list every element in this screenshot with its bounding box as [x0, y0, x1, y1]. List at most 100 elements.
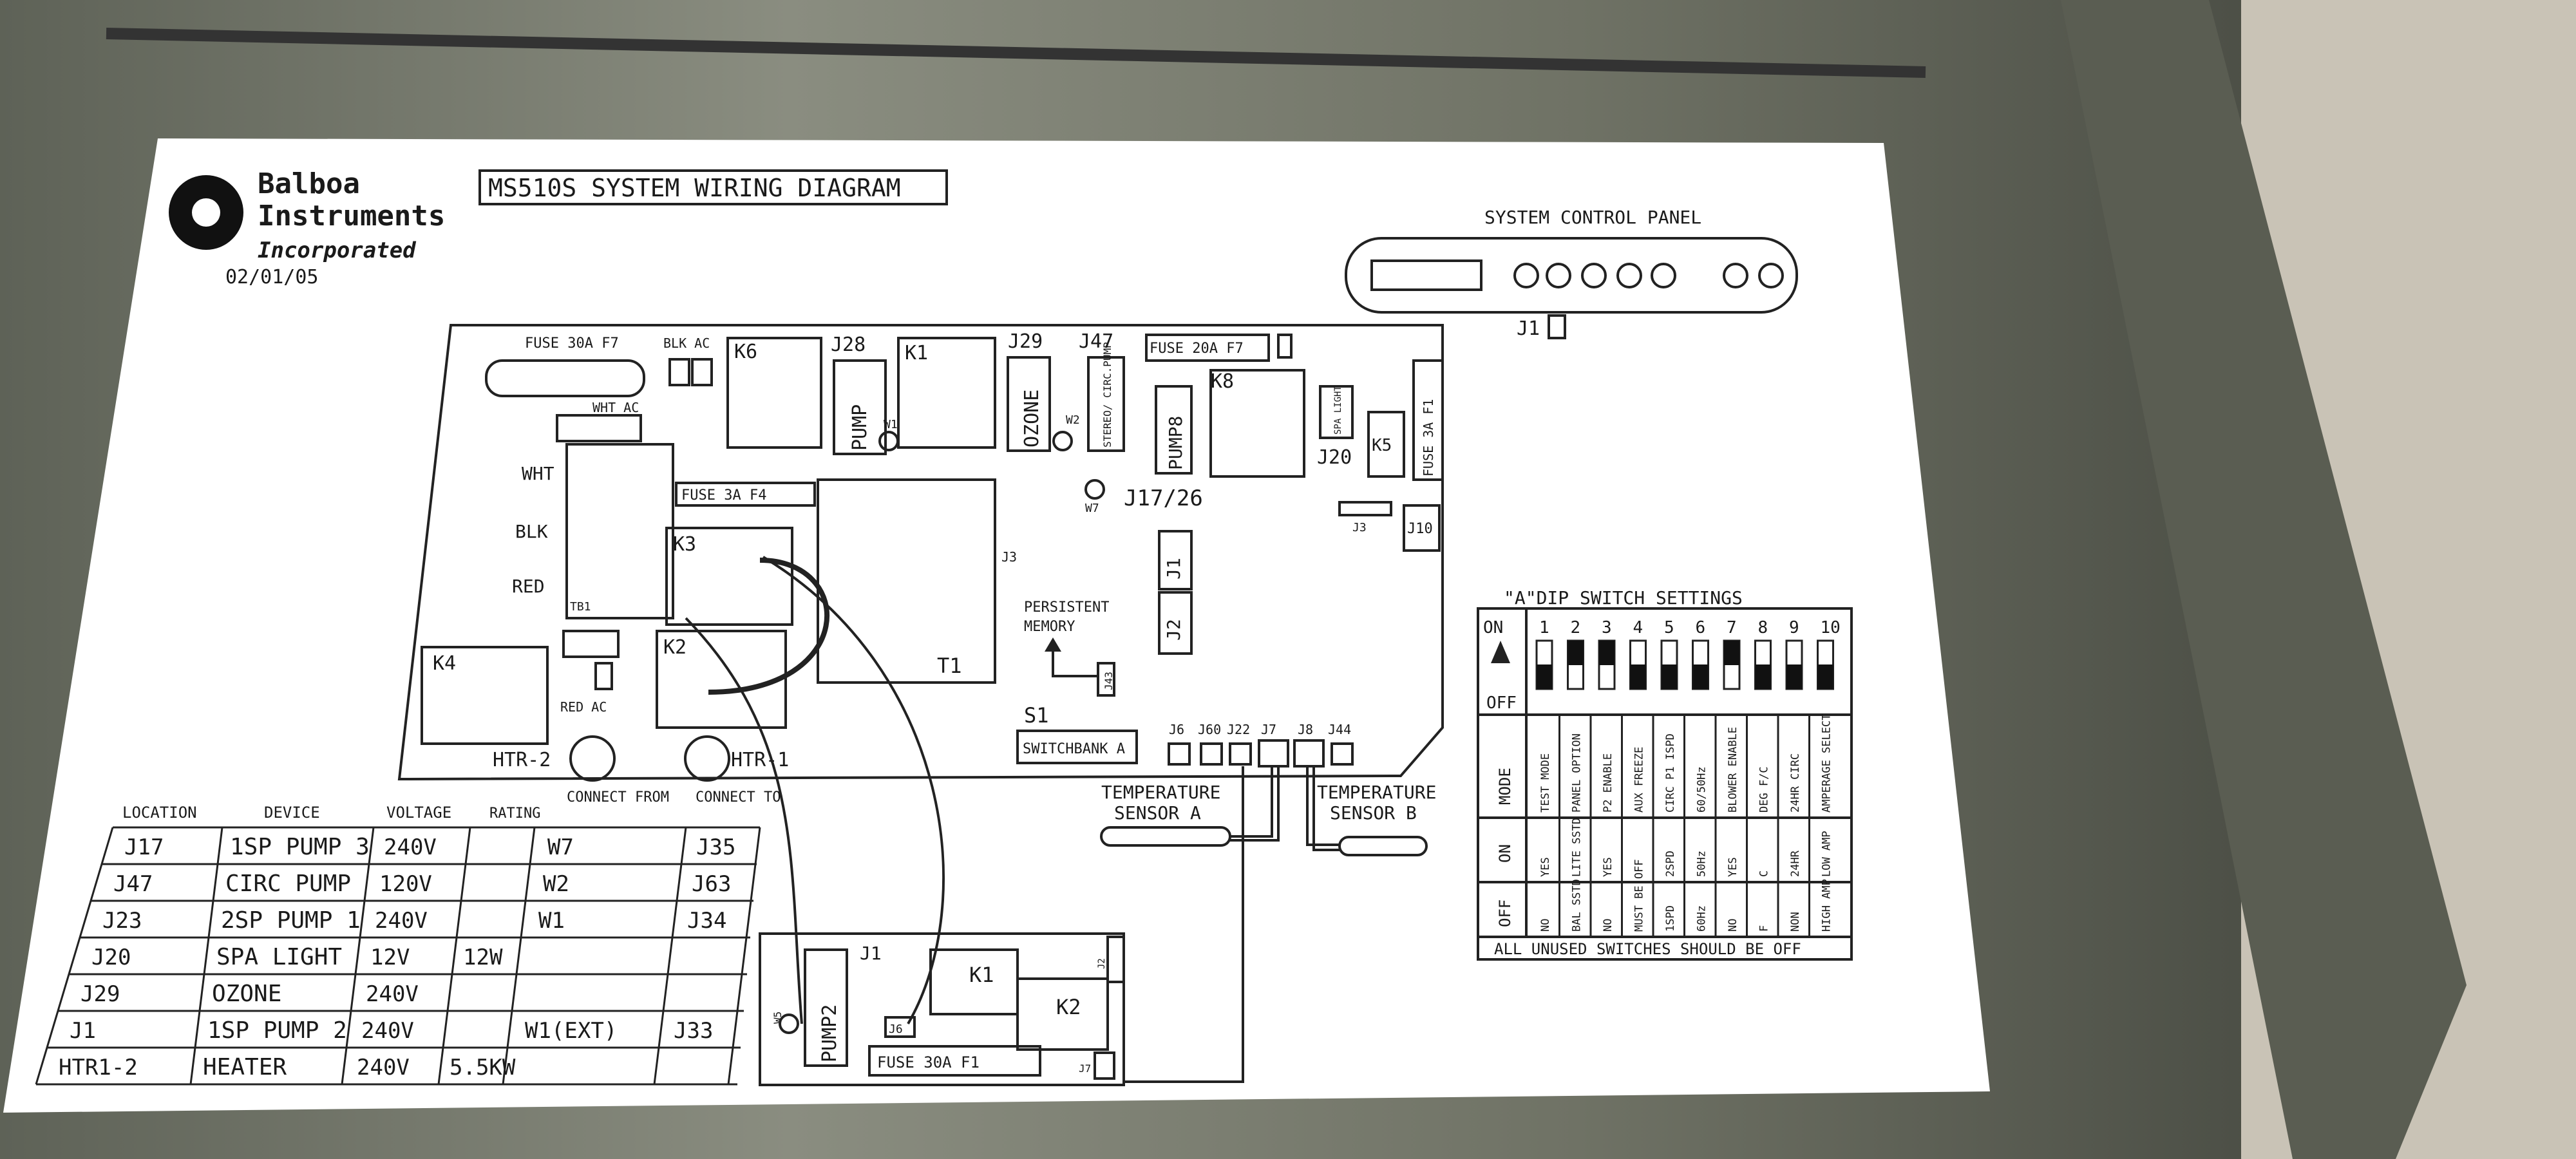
table-cell: 240V	[384, 834, 437, 860]
ozone-connector	[1007, 356, 1051, 452]
aux-fuse-box	[868, 1045, 1041, 1077]
relay-k1	[897, 337, 996, 449]
dip-on-value: C	[1758, 871, 1771, 877]
dip-row-on: ON	[1496, 844, 1514, 863]
dip-number: 6	[1696, 618, 1706, 637]
dip-number: 2	[1571, 618, 1581, 637]
table-header-location: LOCATION	[122, 804, 197, 822]
dip-on-value: LITE SSTD	[1571, 818, 1584, 877]
dip-off-label: OFF	[1486, 693, 1517, 713]
housing-slot	[106, 28, 1926, 78]
table-cell: J47	[113, 871, 153, 897]
table-col-line	[727, 827, 761, 1085]
aux-cable	[685, 617, 803, 1024]
temp-sensor-a-lead	[1230, 766, 1280, 842]
spa-light-connector	[1319, 385, 1354, 439]
memory-arrow-icon	[1045, 637, 1061, 652]
table-cell: SPA LIGHT	[216, 944, 342, 970]
table-cell: HEATER	[203, 1054, 287, 1080]
k2-label: K2	[663, 636, 687, 659]
dip-mode-label: BLOWER ENABLE	[1727, 727, 1739, 813]
panel-connector-label: J1	[1517, 317, 1540, 340]
connector-j6	[1168, 742, 1191, 766]
bottom-conn-j8: J8	[1298, 722, 1313, 737]
dip-footer: ALL UNUSED SWITCHES SHOULD BE OFF	[1494, 940, 1801, 958]
panel-button-icon	[1616, 263, 1642, 288]
dip-on-label: ON	[1483, 618, 1503, 637]
logo-line2: Instruments	[258, 200, 445, 232]
aux-pump2-connector	[804, 948, 848, 1067]
table-col-line	[502, 827, 536, 1085]
table-col-line	[189, 827, 223, 1085]
dip-mode-label: DEG F/C	[1758, 766, 1771, 813]
ozone-label: OZONE	[1021, 390, 1043, 448]
temp-a-label1: TEMPERATURE	[1101, 782, 1220, 803]
temp-sensor-b-lead	[1312, 766, 1340, 851]
j3-connector	[1338, 501, 1392, 516]
dip-on-value: LOW AMP	[1821, 831, 1833, 877]
logo-line1: Balboa	[258, 167, 360, 200]
j28-label: J28	[831, 334, 866, 356]
dip-mode-label: 24HR CIRC	[1789, 753, 1802, 813]
dip-on-value: YES	[1602, 857, 1615, 877]
title-box	[478, 169, 948, 205]
fuse-main-label: FUSE 30A F7	[525, 335, 619, 352]
t1-label: T1	[937, 654, 962, 678]
connector-j22	[1229, 742, 1252, 766]
main-board	[397, 324, 1444, 781]
housing-edge	[2061, 0, 2467, 1159]
table-cell: 240V	[361, 1018, 414, 1044]
j1-board-label: J1	[1163, 558, 1184, 580]
fuse-3a-f4-box	[675, 482, 816, 507]
dip-switch-toggle	[1537, 664, 1552, 689]
table-cell: W7	[547, 834, 574, 860]
table-cell: 120V	[379, 871, 432, 897]
table-col-line	[341, 827, 375, 1085]
table-cell: J23	[102, 908, 142, 934]
dip-switch-toggle	[1692, 664, 1709, 689]
tb1-label: TB1	[570, 600, 591, 614]
dip-on-value: 50Hz	[1696, 851, 1709, 877]
dip-on-value: 24HR	[1789, 850, 1802, 877]
dip-off-value: BAL SSTD	[1571, 879, 1584, 932]
j43-label: J43	[1103, 672, 1115, 690]
terminal-block-tb1	[565, 443, 674, 619]
j29-label: J29	[1008, 330, 1043, 353]
circ-pump-connector	[1087, 356, 1125, 452]
j10-label: J10	[1407, 521, 1433, 537]
control-panel-label: SYSTEM CONTROL PANEL	[1484, 207, 1701, 228]
switchbank-label: SWITCHBANK A	[1023, 741, 1125, 757]
panel-button-icon	[1581, 263, 1607, 288]
aux-fuse-label: FUSE 30A F1	[877, 1053, 980, 1071]
dip-row-mode: MODE	[1496, 768, 1514, 805]
bottom-conn-j7: J7	[1261, 722, 1276, 737]
dip-off-value: 60Hz	[1696, 905, 1709, 932]
w2-jumper	[1052, 431, 1073, 451]
table-cell: 2SP PUMP 1	[221, 907, 361, 934]
dip-mode-label: CIRC P1 ISPD	[1664, 733, 1677, 813]
fuse-20a-box	[1145, 334, 1270, 362]
table-cell: 1SP PUMP 2	[207, 1017, 347, 1044]
dip-switch-toggle	[1599, 641, 1615, 665]
blk-ac-terminal	[668, 358, 690, 386]
dip-number: 9	[1789, 618, 1799, 637]
connector-j60	[1200, 742, 1223, 766]
dip-off-value: HIGH AMP	[1821, 879, 1833, 932]
dip-on-value: YES	[1539, 857, 1552, 877]
dip-off-value: F	[1758, 925, 1771, 932]
blk-ac-terminal	[691, 358, 713, 386]
memory-lead	[1052, 652, 1098, 677]
dip-off-value: 1SPD	[1664, 905, 1677, 932]
table-cell: J20	[91, 945, 131, 970]
relay-k2	[656, 630, 787, 729]
dip-number: 4	[1633, 618, 1643, 637]
switchbank-box	[1016, 730, 1138, 764]
dip-switch-toggle	[1567, 641, 1584, 665]
relay-jumper-wire	[708, 558, 830, 695]
table-col-line	[437, 827, 471, 1085]
panel-button-icon	[1546, 263, 1571, 288]
dip-mode-label: 60/50Hz	[1696, 766, 1709, 813]
htr2-label: HTR-2	[493, 749, 551, 771]
